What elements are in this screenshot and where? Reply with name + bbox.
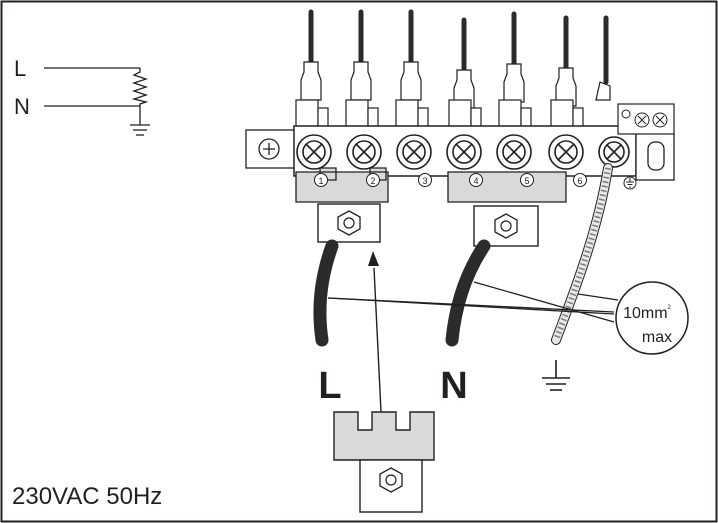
terminal-numbers: 1 2 3 4 5 6	[314, 173, 637, 190]
cable-clamp-live	[317, 203, 381, 243]
cable-size-unit-superscript: 2	[668, 305, 672, 311]
earth-cable	[551, 163, 613, 345]
bridge-arrow	[368, 251, 383, 433]
cable-size-callout: 10mm2 max	[615, 281, 689, 355]
schematic-legend: L N	[14, 56, 150, 136]
neutral-cable	[445, 239, 491, 347]
terminal-number-3: 3	[422, 176, 427, 186]
earth-terminal-ground-icon	[623, 176, 637, 190]
terminal-screws	[296, 134, 630, 170]
supply-wires	[308, 9, 609, 85]
terminal-number-5: 5	[524, 176, 529, 186]
cable-size-value: 10mm2	[623, 305, 671, 322]
live-cable-label: L	[318, 365, 341, 407]
schematic-ground-icon	[130, 124, 150, 136]
live-cable	[313, 239, 339, 347]
supply-voltage-label: 230VAC 50Hz	[12, 483, 162, 510]
schematic-neutral-label: N	[14, 94, 30, 119]
ground-icon	[542, 360, 570, 391]
spare-bridge	[333, 411, 435, 513]
terminal-number-4: 4	[473, 176, 478, 186]
terminal-number-2: 2	[370, 176, 375, 186]
bridge-neutral	[447, 171, 567, 203]
blade-connectors	[295, 61, 611, 131]
terminal-number-1: 1	[318, 176, 323, 186]
neutral-cable-label: N	[440, 365, 467, 407]
terminal-number-6: 6	[577, 176, 582, 186]
cable-size-note: max	[642, 329, 672, 346]
heating-element-icon	[131, 68, 149, 125]
cable-clamp-neutral	[473, 205, 539, 247]
schematic-line-label: L	[14, 56, 26, 81]
